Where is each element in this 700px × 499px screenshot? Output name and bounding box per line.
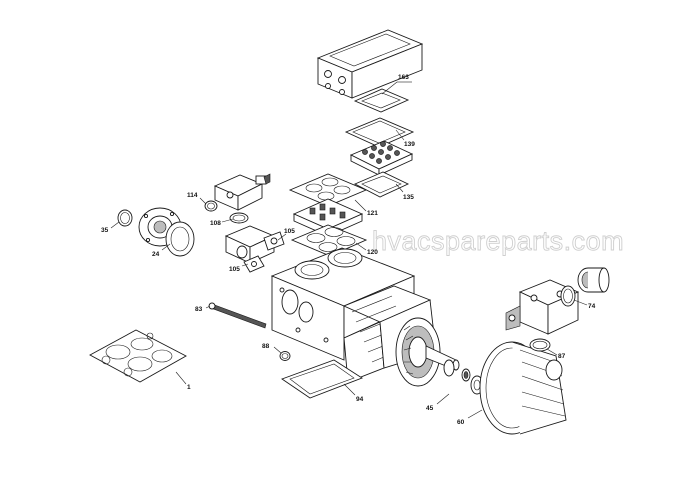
part-oring-87 bbox=[529, 338, 551, 352]
part-service-valve-114 bbox=[213, 173, 271, 211]
part-flange-105-upper bbox=[263, 231, 285, 251]
callout-94: 94 bbox=[356, 396, 364, 403]
part-seal-ring bbox=[443, 359, 471, 382]
callout-1: 1 bbox=[187, 384, 191, 391]
part-motor-end-cover bbox=[479, 341, 567, 435]
callout-88: 88 bbox=[262, 343, 270, 350]
part-gasket-kit bbox=[89, 329, 187, 383]
callout-120: 120 bbox=[367, 249, 378, 256]
callout-105-lower: 105 bbox=[229, 266, 240, 273]
callout-35: 35 bbox=[101, 227, 109, 234]
part-bottom-gasket-94 bbox=[281, 359, 363, 399]
callout-163: 163 bbox=[398, 74, 409, 81]
part-motor-stator bbox=[395, 317, 441, 387]
callout-24: 24 bbox=[152, 251, 160, 258]
part-head-gasket bbox=[353, 88, 410, 113]
callout-labels: 163 139 135 121 120 114 108 105 105 35 2… bbox=[101, 74, 596, 426]
part-compressor-crankcase bbox=[270, 247, 437, 383]
callout-87: 87 bbox=[558, 353, 566, 360]
part-oring-114 bbox=[204, 200, 218, 212]
watermark-text: hvacspareparts.com bbox=[372, 226, 624, 256]
callout-60: 60 bbox=[457, 419, 465, 426]
part-head-cover bbox=[316, 29, 424, 99]
callout-105-upper: 105 bbox=[284, 228, 295, 235]
part-rod-83 bbox=[208, 302, 267, 329]
callout-83: 83 bbox=[195, 306, 203, 313]
part-oring-35 bbox=[117, 209, 133, 227]
callout-135: 135 bbox=[403, 194, 414, 201]
callout-114: 114 bbox=[187, 192, 198, 199]
leader-lines bbox=[110, 81, 588, 419]
part-flange-105-lower bbox=[243, 255, 265, 273]
part-plate-gasket-120 bbox=[290, 224, 368, 257]
part-oring-88 bbox=[279, 351, 291, 361]
callout-74: 74 bbox=[588, 303, 596, 310]
callout-45: 45 bbox=[426, 405, 434, 412]
part-gasket-108 bbox=[229, 212, 249, 224]
part-gasket-24 bbox=[165, 221, 195, 257]
part-valve-plate-gasket-139 bbox=[344, 117, 415, 148]
part-gasket-135 bbox=[353, 171, 410, 198]
part-valve-plate bbox=[349, 140, 414, 176]
callout-121: 121 bbox=[367, 210, 378, 217]
callout-139: 139 bbox=[404, 141, 415, 148]
part-gasket-74 bbox=[560, 285, 576, 307]
part-discharge-valve bbox=[505, 279, 580, 335]
part-fitting-74 bbox=[577, 267, 610, 293]
part-plate-gasket-121 bbox=[288, 173, 368, 207]
callout-108: 108 bbox=[210, 220, 221, 227]
